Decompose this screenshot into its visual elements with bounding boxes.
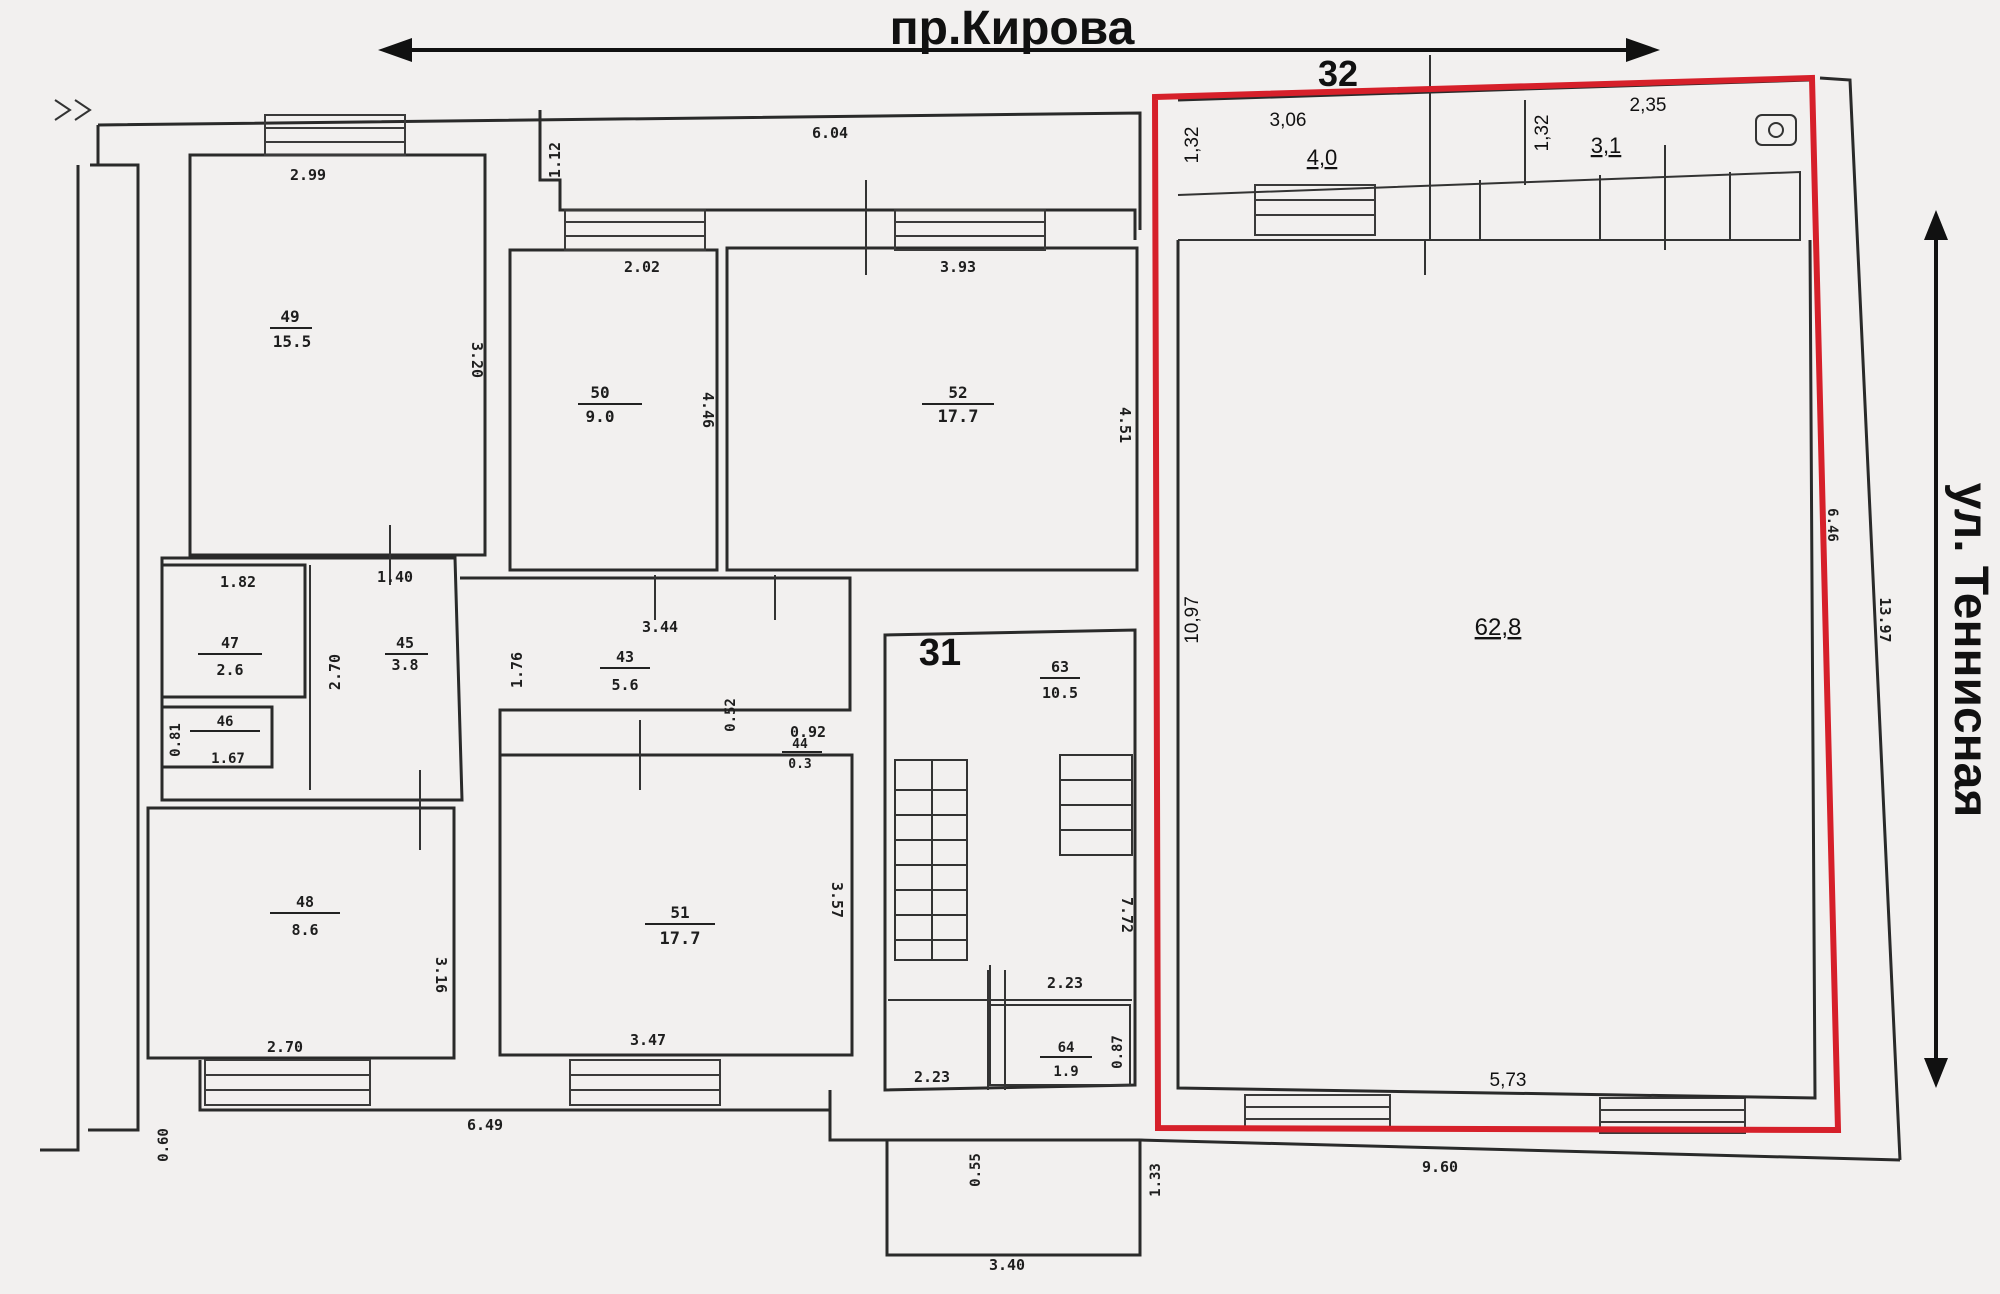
unit-dim-top-a: 3,06 bbox=[1270, 110, 1307, 131]
unit-room-a-area: 4,0 bbox=[1307, 145, 1338, 170]
room-64-number: 64 bbox=[1058, 1040, 1075, 1056]
windows bbox=[204, 114, 1746, 1134]
street-label-right: ул. Теннисная bbox=[1944, 483, 1997, 818]
unit-dim-height: 10,97 bbox=[1182, 596, 1203, 644]
unit-dim-side-b: 1,32 bbox=[1532, 115, 1553, 152]
room-64-outline bbox=[989, 1004, 1131, 1086]
dim-3-40: 3.40 bbox=[989, 1256, 1025, 1274]
room-44-area: 0.3 bbox=[788, 757, 811, 772]
room-labels: 49 15.5 50 9.0 52 17.7 47 2.6 45 3.8 43 … bbox=[190, 307, 1092, 1080]
dim-1-33: 1.33 bbox=[1148, 1163, 1164, 1197]
room-49-outline bbox=[188, 153, 487, 557]
dim-1-12: 1.12 bbox=[546, 142, 564, 178]
dim-2-70-v: 2.70 bbox=[326, 654, 344, 690]
outer-walls bbox=[40, 76, 1902, 1257]
room-44-number: 44 bbox=[792, 737, 808, 752]
room-45-area: 3.8 bbox=[391, 656, 418, 674]
dim-1-82: 1.82 bbox=[220, 573, 256, 591]
room-63-number: 63 bbox=[1051, 658, 1069, 676]
room-43-number: 43 bbox=[616, 648, 634, 666]
dim-4-46: 4.46 bbox=[699, 392, 717, 428]
building-number-32: 32 bbox=[1318, 53, 1358, 94]
unit-dim-side-a: 1,32 bbox=[1182, 127, 1203, 164]
staircase bbox=[894, 754, 1133, 961]
room-64-area: 1.9 bbox=[1053, 1064, 1078, 1080]
unit-main-area: 62,8 bbox=[1475, 614, 1522, 641]
room-63-outline bbox=[883, 628, 1137, 1092]
dim-3-20: 3.20 bbox=[468, 342, 486, 378]
room-49-area: 15.5 bbox=[273, 332, 312, 351]
room-48-number: 48 bbox=[296, 893, 314, 911]
room-48-area: 8.6 bbox=[291, 921, 318, 939]
dim-0-55: 0.55 bbox=[968, 1153, 984, 1187]
dim-0-60: 0.60 bbox=[156, 1128, 172, 1162]
dim-6-04: 6.04 bbox=[812, 124, 848, 142]
dim-1-40: 1.40 bbox=[377, 568, 413, 586]
dim-3-44: 3.44 bbox=[642, 618, 678, 636]
dim-2-02: 2.02 bbox=[624, 258, 660, 276]
room-63-area: 10.5 bbox=[1042, 684, 1078, 702]
street-arrow-right bbox=[1924, 210, 1948, 1088]
dim-3-57: 3.57 bbox=[828, 882, 846, 918]
street-arrow-top bbox=[378, 38, 1660, 62]
door-marks bbox=[389, 180, 1426, 1010]
room-47-number: 47 bbox=[221, 634, 239, 652]
room-50-number: 50 bbox=[590, 383, 609, 402]
room-51-number: 51 bbox=[670, 903, 689, 922]
room-43-outline bbox=[460, 576, 852, 755]
dim-2-70-h: 2.70 bbox=[267, 1038, 303, 1056]
unit-interior bbox=[1176, 55, 1817, 1100]
room-46-number: 46 bbox=[217, 714, 234, 730]
dim-7-72: 7.72 bbox=[1118, 897, 1136, 933]
room-45-number: 45 bbox=[396, 634, 414, 652]
dim-3-93: 3.93 bbox=[940, 258, 976, 276]
room-47-area: 2.6 bbox=[216, 661, 243, 679]
dim-2-23-a: 2.23 bbox=[1047, 974, 1083, 992]
dim-0-81: 0.81 bbox=[168, 723, 184, 757]
street-label-top: пр.Кирова bbox=[890, 2, 1135, 55]
room-51-outline bbox=[498, 753, 854, 1057]
dim-0-92: 0.92 bbox=[790, 723, 826, 741]
dim-6-49: 6.49 bbox=[467, 1116, 503, 1134]
room-43-area: 5.6 bbox=[611, 676, 638, 694]
room-45-47-outline bbox=[160, 556, 464, 802]
dim-0-87: 0.87 bbox=[1110, 1035, 1126, 1069]
building-number-31: 31 bbox=[919, 632, 961, 674]
dim-13-97: 13.97 bbox=[1876, 597, 1894, 642]
interior-walls bbox=[146, 110, 1139, 1140]
dim-4-51: 4.51 bbox=[1116, 407, 1134, 443]
room-49-number: 49 bbox=[280, 307, 299, 326]
dim-2-23-b: 2.23 bbox=[914, 1068, 950, 1086]
room-50-area: 9.0 bbox=[586, 407, 615, 426]
unit-dim-bottom: 5,73 bbox=[1490, 1070, 1527, 1091]
dimension-labels: 2.99 1.12 6.04 2.02 3.93 3.20 4.46 4.51 … bbox=[156, 124, 1894, 1274]
room-46-area: 1.67 bbox=[211, 751, 245, 767]
room-51-area: 17.7 bbox=[660, 929, 701, 949]
room-52-outline bbox=[725, 246, 1139, 572]
dim-6-46: 6.46 bbox=[1824, 508, 1840, 542]
dim-3-16: 3.16 bbox=[432, 957, 450, 993]
dim-2-99: 2.99 bbox=[290, 166, 326, 184]
dim-3-47: 3.47 bbox=[630, 1031, 666, 1049]
unit-room-b-area: 3,1 bbox=[1591, 133, 1622, 158]
dim-1-76: 1.76 bbox=[508, 652, 526, 688]
dim-9-60: 9.60 bbox=[1422, 1158, 1458, 1176]
room-52-number: 52 bbox=[948, 383, 967, 402]
unit-dim-top-b: 2,35 bbox=[1630, 95, 1667, 116]
highlight-frame bbox=[1151, 74, 1842, 1134]
room-48-outline bbox=[146, 806, 456, 1060]
room-52-area: 17.7 bbox=[938, 407, 979, 427]
dim-0-52: 0.52 bbox=[723, 698, 739, 732]
